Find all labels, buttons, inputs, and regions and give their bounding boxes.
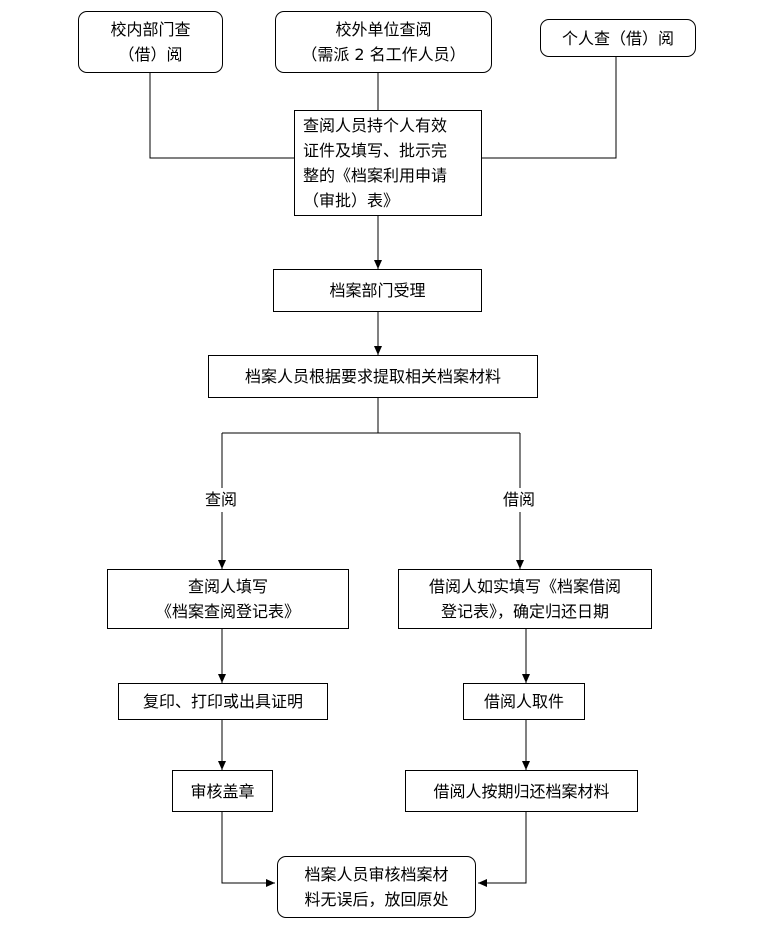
source-internal-line-1: 校内部门查	[110, 20, 191, 39]
consult-fill-form-line-1: 查阅人填写	[187, 577, 268, 596]
copy-print-text: 复印、打印或出具证明	[142, 692, 303, 711]
source-personal-box: 个人查（借）阅	[540, 19, 696, 57]
retrieve-text: 档案人员根据要求提取相关档案材料	[244, 367, 501, 386]
borrow-fill-form-box: 借阅人如实填写《档案借阅 登记表》，确定归还日期	[398, 569, 652, 629]
stamp-box: 审核盖章	[172, 770, 273, 812]
source-personal-text: 个人查（借）阅	[561, 28, 674, 48]
branch-label-borrow: 借阅	[503, 490, 536, 509]
source-internal-box: 校内部门查 （借）阅	[78, 11, 223, 73]
consult-fill-form-line-2: 《档案查阅登记表》	[155, 602, 300, 621]
pickup-text: 借阅人取件	[483, 692, 564, 711]
accept-text: 档案部门受理	[329, 281, 426, 300]
connector-personal-to-submit	[482, 57, 617, 159]
borrow-fill-form-line-2: 登记表》，确定归还日期	[440, 602, 609, 621]
copy-print-box: 复印、打印或出具证明	[118, 683, 328, 720]
return-box: 借阅人按期归还档案材料	[405, 770, 638, 812]
source-external-line-2: （需派 2 名工作人员）	[301, 45, 466, 64]
submit-form-line-2: 证件及填写、批示完	[303, 141, 448, 160]
submit-form-line-1: 查阅人员持个人有效	[303, 116, 448, 135]
final-step-line-2: 料无误后，放回原处	[304, 890, 449, 909]
return-text: 借阅人按期归还档案材料	[433, 781, 610, 801]
borrow-fill-form-line-1: 借阅人如实填写《档案借阅	[428, 577, 621, 596]
stamp-text: 审核盖章	[190, 781, 255, 801]
arrow-return-to-final	[478, 812, 527, 887]
source-external-line-1: 校外单位查阅	[335, 20, 432, 39]
submit-form-line-3: 整的《档案利用申请	[303, 166, 448, 185]
final-step-box: 档案人员审核档案材 料无误后，放回原处	[277, 856, 476, 918]
source-internal-line-2: （借）阅	[118, 45, 183, 64]
consult-fill-form-box: 查阅人填写 《档案查阅登记表》	[107, 569, 349, 629]
accept-box: 档案部门受理	[273, 269, 482, 312]
branch-label-consult: 查阅	[205, 490, 238, 509]
final-step-line-1: 档案人员审核档案材	[304, 865, 449, 884]
arrow-stamp-to-final	[221, 812, 275, 887]
connector-internal-to-submit	[149, 73, 294, 159]
pickup-box: 借阅人取件	[463, 683, 585, 720]
submit-form-line-4: （审批）表》	[303, 191, 400, 210]
retrieve-box: 档案人员根据要求提取相关档案材料	[208, 355, 538, 398]
submit-form-box: 查阅人员持个人有效 证件及填写、批示完 整的《档案利用申请 （审批）表》	[294, 110, 482, 216]
source-external-box: 校外单位查阅 （需派 2 名工作人员）	[275, 11, 492, 73]
